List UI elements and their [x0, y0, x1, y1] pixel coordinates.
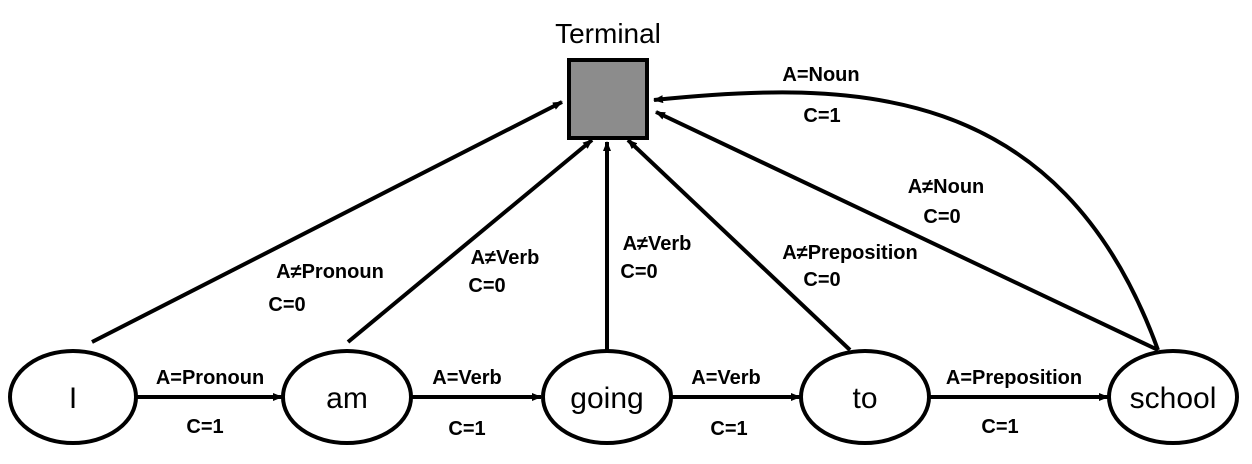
node-going: going — [541, 349, 673, 445]
edge-to-school-cost: C=1 — [981, 416, 1018, 438]
edge-i-to-terminal — [91, 100, 563, 344]
node-am-label: am — [326, 382, 368, 415]
edge-am-terminal-cost: C=0 — [468, 275, 505, 297]
node-going-shape — [541, 349, 673, 445]
node-i-label: I — [69, 382, 77, 415]
edge-to-to-terminal — [626, 138, 852, 352]
edge-i-am-cost: C=1 — [186, 416, 223, 438]
edge-am-going-condition: A=Verb — [432, 367, 501, 389]
edge-i-am-condition: A=Pronoun — [156, 367, 264, 389]
node-to-shape — [799, 349, 931, 445]
edge-am-terminal-condition: A≠Verb — [471, 247, 540, 269]
edge-school-to-terminal-curve — [653, 90, 1160, 351]
edge-school-terminal-curve-condition: A=Noun — [782, 64, 859, 86]
node-i-shape — [8, 349, 138, 445]
edge-am-to-terminal — [346, 138, 594, 344]
edge-going-to-cost: C=1 — [710, 418, 747, 440]
node-am-shape — [281, 349, 413, 445]
edge-school-to-terminal — [655, 110, 1159, 352]
edge-to-terminal-condition: A≠Preposition — [782, 242, 917, 264]
edge-going-to-condition: A=Verb — [691, 367, 760, 389]
terminal-node — [567, 58, 649, 140]
edge-going-terminal-condition: A≠Verb — [623, 233, 692, 255]
node-school-label: school — [1130, 382, 1217, 415]
node-i: I — [8, 349, 138, 445]
edge-going-terminal-cost: C=0 — [620, 261, 657, 283]
edge-school-terminal-condition: A≠Noun — [908, 176, 985, 198]
edge-i-terminal-condition: A≠Pronoun — [276, 261, 384, 283]
node-to: to — [799, 349, 931, 445]
node-school-shape — [1107, 349, 1239, 445]
node-school: school — [1107, 349, 1239, 445]
edge-to-terminal-cost: C=0 — [803, 269, 840, 291]
node-to-label: to — [852, 382, 877, 415]
edge-school-terminal-curve-cost: C=1 — [803, 105, 840, 127]
edge-i-terminal-cost: C=0 — [268, 294, 305, 316]
node-am: am — [281, 349, 413, 445]
edge-am-going-cost: C=1 — [448, 418, 485, 440]
edge-to-school-condition: A=Preposition — [946, 367, 1082, 389]
node-going-label: going — [570, 382, 643, 415]
terminal-label: Terminal — [555, 18, 661, 49]
edge-school-terminal-cost: C=0 — [923, 206, 960, 228]
